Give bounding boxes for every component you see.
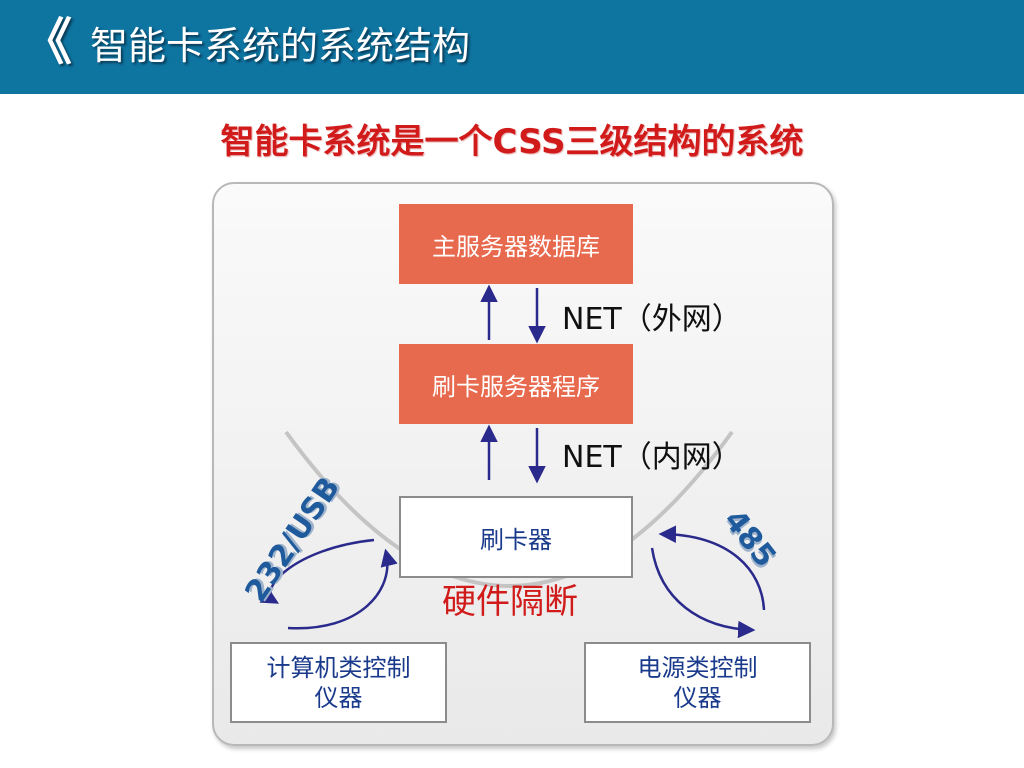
isolation-label: 硬件隔断 xyxy=(442,582,578,622)
power-device-line2: 仪器 xyxy=(673,683,722,712)
card-server-box: 刷卡服务器程序 xyxy=(399,344,633,424)
arrow-left-inner-curve xyxy=(287,548,398,630)
main-server-box: 主服务器数据库 xyxy=(399,204,633,284)
net-outer-label: NET（外网） xyxy=(562,302,742,337)
power-device-box: 电源类控制 仪器 xyxy=(584,642,811,723)
arrow-right-inner-curve xyxy=(650,547,756,639)
power-device-line1: 电源类控制 xyxy=(637,653,758,682)
isolation-arc xyxy=(284,430,734,588)
arrow-right-outer-curve xyxy=(658,525,766,611)
arrow-left-outer-curve xyxy=(259,538,375,604)
header-bar: 《 智能卡系统的系统结构 xyxy=(0,0,1024,94)
page-title: 智能卡系统的系统结构 xyxy=(90,24,471,68)
computer-device-box: 计算机类控制 仪器 xyxy=(230,642,447,723)
computer-device-line2: 仪器 xyxy=(314,683,363,712)
net-inner-label: NET（内网） xyxy=(562,440,742,475)
diagram-subtitle: 智能卡系统是一个CSS三级结构的系统 xyxy=(220,122,804,162)
computer-device-line1: 计算机类控制 xyxy=(266,653,411,682)
card-reader-box: 刷卡器 xyxy=(399,496,633,578)
back-chevron-icon[interactable]: 《 xyxy=(22,13,72,71)
